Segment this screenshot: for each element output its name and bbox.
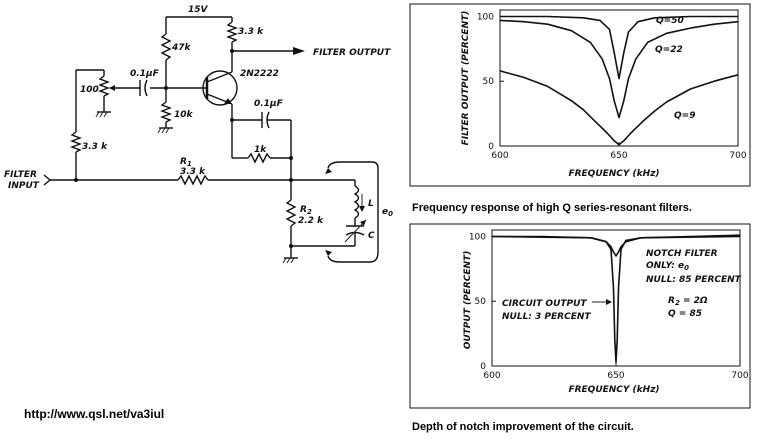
annot-r2: R2 = 2Ω [668,296,708,307]
r2-value: 2.2 k [298,216,324,226]
annot-notch-2: ONLY: e0 [646,261,689,272]
chart2-ylabel: OUTPUT (PERCENT) [463,251,473,350]
r-fb-label: 1k [254,145,267,155]
annot-notch-3: NULL: 85 PERCENT [646,275,742,285]
series-label: Q=50 [656,16,684,26]
annot-circuit-2: NULL: 3 PERCENT [502,312,591,322]
filter-input-label-1: FILTER [4,170,37,180]
x-tick-label: 600 [491,151,508,161]
series-label: Q=9 [674,111,695,121]
c-in-label: 0.1µF [130,69,160,79]
x-tick-label: 650 [610,151,627,161]
source-url[interactable]: http://www.qsl.net/va3iul [24,407,165,421]
caption-bottom: Depth of notch improvement of the circui… [412,421,634,433]
series-line-q-9 [499,70,739,146]
r-bias-top-label: 47k [171,43,192,53]
series-line-notch-filter-only-e0 [491,235,741,257]
r2-label: R2 [300,205,312,216]
capacitor-label: C [368,231,375,241]
y-tick-label: 0 [488,142,494,152]
r1-value: 3.3 k [180,167,206,177]
y-tick-label: 0 [480,362,486,372]
filter-input-label-2: INPUT [8,181,40,191]
series-line-q-50 [500,15,738,80]
annot-notch-1: NOTCH FILTER [646,249,718,259]
y-tick-label: 100 [469,232,486,242]
x-tick-label: 600 [483,371,500,381]
annot-circuit-1: CIRCUIT OUTPUT [502,299,587,309]
inductor-label: L [368,199,374,209]
series-label: Q=22 [655,45,683,55]
caption-top: Frequency response of high Q series-reso… [412,202,692,214]
r-in-label: 3.3 k [82,142,108,152]
annot-q: Q = 85 [668,309,702,319]
pot-label: 100 [80,85,99,95]
c-out-label: 0.1µF [254,99,284,109]
r1-label: R1 [180,157,192,168]
transistor-label: 2N2222 [240,69,279,79]
chart1-xlabel: FREQUENCY (kHz) [568,169,659,179]
y-tick-label: 50 [483,77,495,87]
chart2-xlabel: FREQUENCY (kHz) [568,385,659,395]
filter-output-label: FILTER OUTPUT [313,48,391,58]
chart1-ylabel: FILTER OUTPUT (PERCENT) [461,11,471,146]
y-tick-label: 50 [475,297,487,307]
series-line-q-22 [499,19,739,119]
y-tick-label: 100 [477,12,494,22]
x-tick-label: 700 [729,151,746,161]
x-tick-label: 700 [731,371,748,381]
r-collector-label: 3.3 k [238,27,264,37]
supply-label: 15V [188,5,209,15]
x-tick-label: 650 [607,371,624,381]
r-bias-bottom-label: 10k [174,110,194,120]
e0-label: e0 [382,207,393,218]
